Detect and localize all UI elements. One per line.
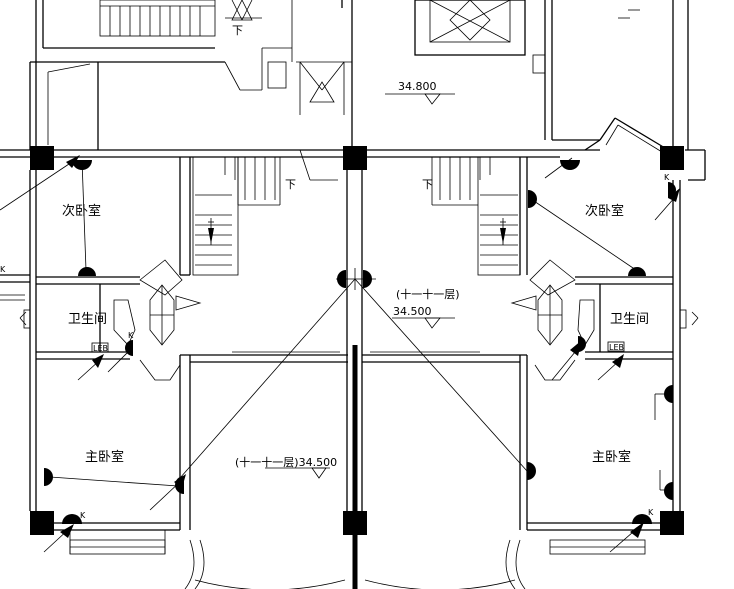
stair-down-label-right: 下 — [422, 178, 433, 191]
elevation-markers — [265, 317, 455, 479]
right-unit-walls — [362, 157, 699, 589]
switch-label-bath-left: K — [128, 331, 134, 340]
leb-tag-right: LEB — [609, 343, 624, 352]
elevation-label-mid: 34.500 — [393, 305, 432, 318]
left-stair — [192, 149, 338, 276]
switch-label-edge-left: K — [0, 265, 6, 274]
stair-down-label-left: 下 — [285, 178, 296, 191]
room-label-bathroom-left: 卫生间 — [68, 312, 107, 327]
stair-down-label-top: 下 — [232, 24, 243, 37]
electrical-fixtures — [0, 155, 680, 553]
switch-label-right: K — [648, 508, 654, 517]
elevation-label-top: 34.800 — [398, 80, 437, 93]
switch-label-left: K — [80, 511, 86, 520]
switch-label-top-right: K — [664, 173, 670, 182]
floor-note-label: (十一十一层) — [396, 287, 460, 301]
room-label-secondary-bedroom-left: 次卧室 — [62, 203, 101, 219]
upper-structure — [29, 0, 689, 150]
main-walls — [0, 117, 706, 589]
room-label-master-bedroom-left: 主卧室 — [85, 449, 124, 465]
room-label-master-bedroom-right: 主卧室 — [592, 449, 631, 465]
left-unit-walls — [0, 157, 348, 589]
living-elevation-label: (十一十一层)34.500 — [235, 455, 337, 469]
room-label-secondary-bedroom-right: 次卧室 — [585, 203, 624, 219]
leb-tag-left: LEB — [93, 344, 108, 353]
room-label-bathroom-right: 卫生间 — [610, 312, 649, 327]
right-stair — [431, 156, 521, 276]
plan-labels: 次卧室 次卧室 卫生间 卫生间 主卧室 主卧室 34.800 (十一十一层) 3… — [0, 24, 670, 520]
